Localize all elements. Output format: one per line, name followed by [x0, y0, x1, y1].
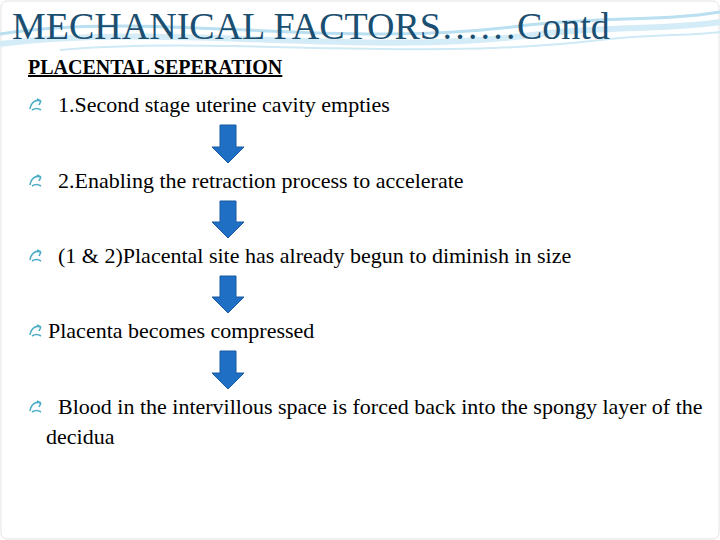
- step-text: 1.Second stage uterine cavity empties: [58, 90, 390, 120]
- bullet-stroke: [30, 99, 41, 110]
- section-heading: PLACENTAL SEPERATION: [28, 56, 282, 79]
- bullet-icon: [28, 248, 44, 264]
- bullet-icon: [28, 173, 44, 189]
- flow-step: Placenta becomes compressed: [28, 316, 314, 346]
- flow-step: Blood in the intervillous space is force…: [28, 392, 720, 452]
- bullet-stroke: [30, 250, 41, 261]
- bullet-stroke: [30, 401, 41, 412]
- bullet-icon: [28, 399, 44, 415]
- step-text: Blood in the intervillous space is force…: [46, 392, 720, 452]
- bullet-icon: [28, 97, 44, 113]
- flow-arrow: [212, 125, 244, 163]
- slide-title: MECHANICAL FACTORS……Contd: [12, 4, 610, 48]
- flow-arrow: [212, 201, 244, 238]
- flow-arrow: [212, 351, 244, 389]
- flow-step: (1 & 2)Placental site has already begun …: [28, 241, 571, 271]
- bullet-stroke: [30, 175, 41, 186]
- bullet-stroke: [30, 325, 41, 336]
- flow-arrow: [212, 276, 244, 313]
- step-text: 2.Enabling the retraction process to acc…: [58, 166, 464, 196]
- flow-step: 1.Second stage uterine cavity empties: [28, 90, 390, 120]
- bullet-icon: [28, 323, 44, 339]
- flow-step: 2.Enabling the retraction process to acc…: [28, 166, 464, 196]
- step-text: Placenta becomes compressed: [48, 316, 314, 346]
- step-text: (1 & 2)Placental site has already begun …: [58, 241, 571, 271]
